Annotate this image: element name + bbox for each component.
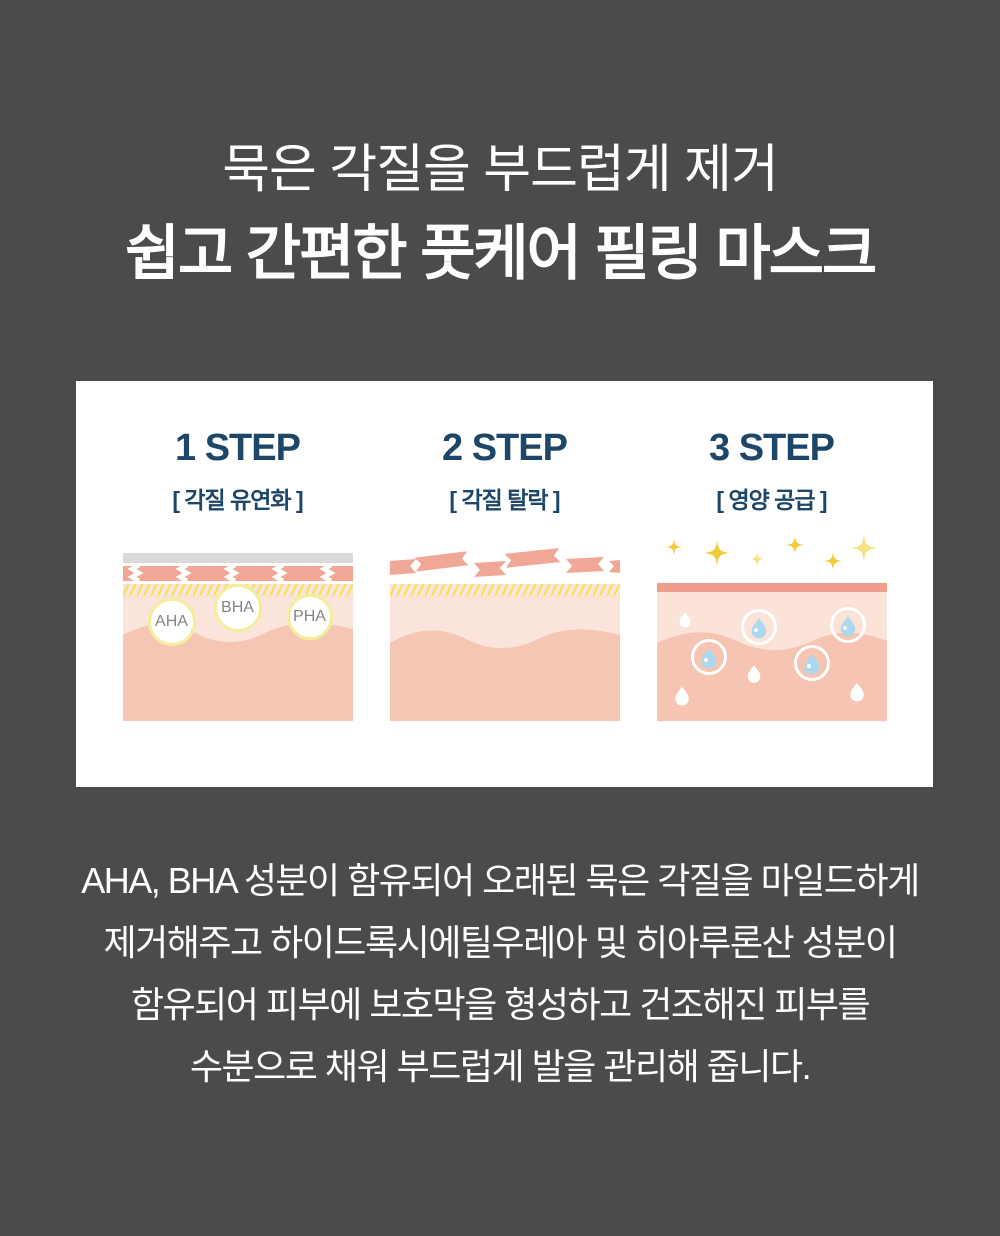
dermis-wave [656,632,887,721]
step-column-2: 2 STEP [ 각질 탈락 ] [389,427,620,721]
ingredient-circle-pha: PHA [286,594,333,640]
headline-line2: 쉽고 간편한 풋케어 필링 마스크 [124,220,877,287]
steps-row: 1 STEP [ 각질 유연화 ] [76,381,933,721]
description-line: 함유되어 피부에 보호막을 형성하고 건조해진 피부를 [130,984,871,1025]
moisture-ring-icon [690,607,866,681]
steps-card: 1 STEP [ 각질 유연화 ] [76,381,933,787]
surface-layer [656,583,887,592]
headline-line1: 묵은 각질을 부드럽게 제거 [222,141,779,199]
headline: 묵은 각질을 부드럽게 제거 쉽고 간편한 풋케어 필링 마스크 [0,0,1000,288]
ingredient-circle-aha: AHA [147,598,196,646]
step1-title: 1 STEP [175,427,301,469]
peeled-flake-icon [389,548,620,577]
step2-title: 2 STEP [442,427,568,469]
dermis-wave [122,623,353,721]
hatch-band [389,584,620,597]
step2-subtitle: [ 각질 탈락 ] [449,487,560,513]
description-paragraph: AHA, BHA 성분이 함유되어 오래된 묵은 각질을 마일드하게 제거해주고… [0,850,1000,1098]
description-line: AHA, BHA 성분이 함유되어 오래된 묵은 각질을 마일드하게 [81,860,920,901]
skin-peeling-diagram [389,548,620,721]
step3-illustration [656,531,887,721]
skin-softening-diagram [122,553,353,721]
exfoliation-zigzag-icon [126,563,336,583]
step3-title: 3 STEP [709,427,835,469]
step-column-3: 3 STEP [ 영양 공급 ] [656,427,887,721]
skin-nourishing-diagram [656,534,887,721]
description-line: 수분으로 채워 부드럽게 발을 관리해 줍니다. [189,1046,812,1087]
step-column-1: 1 STEP [ 각질 유연화 ] [122,427,353,721]
top-gray-layer [122,553,353,563]
step3-subtitle: [ 영양 공급 ] [716,487,827,513]
water-drop-icon [674,612,864,706]
dermis-wave [389,629,620,721]
ingredient-circle-bha: BHA [213,584,262,632]
description-line: 제거해주고 하이드록시에틸우레아 및 히아루론산 성분이 [103,922,898,963]
step1-subtitle: [ 각질 유연화 ] [172,487,303,513]
sparkle-icon [665,534,877,570]
step2-illustration [389,531,620,721]
step1-illustration: AHA BHA PHA [122,531,353,721]
